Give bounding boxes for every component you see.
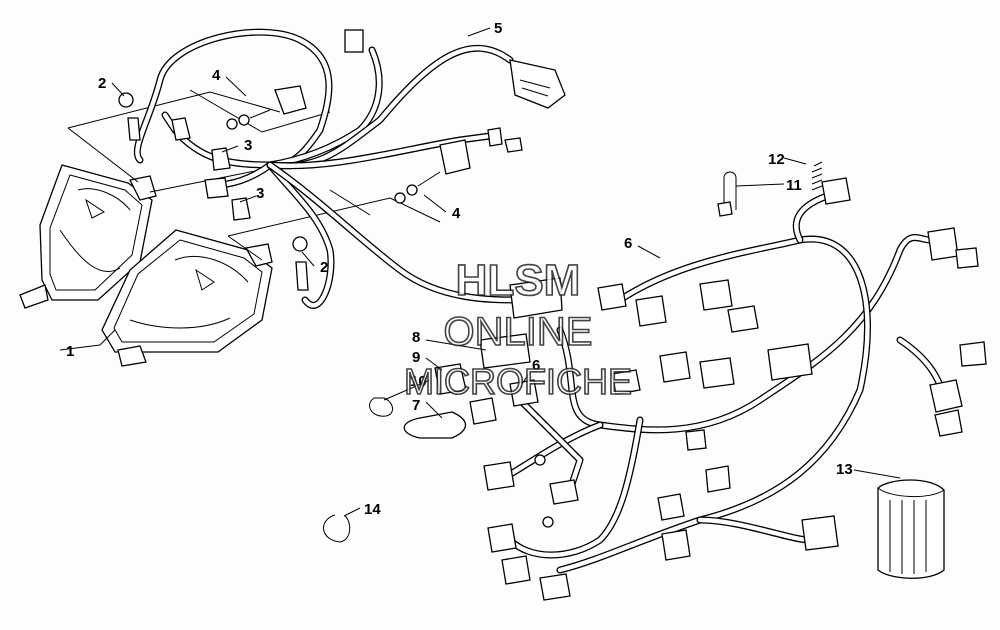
leader-line-1 (59, 344, 101, 351)
leader-line-1b (99, 329, 116, 346)
sleeve-13 (877, 479, 945, 579)
relay-9 (434, 363, 467, 395)
headlight-left (19, 164, 157, 309)
callout-6-upper: 6 (624, 235, 632, 252)
callout-10: 10 (410, 373, 427, 390)
watermark-line-2: ONLINE (444, 310, 593, 354)
adjuster-knob-lower (439, 139, 471, 175)
leader-lines (111, 27, 901, 517)
spring-12 (811, 161, 823, 191)
adjuster-knob-upper (274, 85, 307, 115)
connector-multi-pin (509, 59, 566, 109)
guide-lines (67, 89, 441, 261)
clip-11 (717, 171, 737, 217)
callout-3-lower: 3 (256, 185, 264, 202)
callout-14: 14 (364, 501, 381, 518)
clamp-10 (369, 397, 393, 417)
watermark-line-3: MICROFICHE (404, 361, 632, 402)
callout-11: 11 (786, 177, 802, 194)
connector-center (509, 277, 563, 319)
adjusters (226, 85, 471, 204)
callout-2-lower: 2 (320, 259, 328, 276)
callout-9: 9 (412, 349, 420, 366)
main-connectors (483, 177, 987, 601)
boot-7 (403, 411, 467, 439)
relay-parts (369, 333, 539, 439)
bulb-sockets (118, 92, 309, 291)
upper-connectors (127, 29, 566, 319)
clamp-14 (323, 514, 351, 543)
callout-4-upper: 4 (212, 67, 221, 84)
bulb-3-upper (211, 147, 231, 171)
callout-1: 1 (66, 343, 74, 360)
watermark-line-1: HLSM (456, 256, 581, 305)
watermark: HLSM ONLINE MICROFICHE (403, 255, 633, 403)
callout-5: 5 (494, 20, 502, 37)
callout-7: 7 (412, 397, 420, 414)
socket-2-lower (292, 236, 308, 252)
callout-3-upper: 3 (244, 137, 252, 154)
callout-12: 12 (768, 151, 785, 168)
callout-numbers: 1 2 2 3 3 4 4 5 6 6 7 8 9 10 11 12 13 14 (66, 20, 853, 518)
callout-13: 13 (836, 461, 853, 478)
fuse-block-8 (479, 333, 531, 369)
connector-top (344, 29, 364, 53)
callout-8: 8 (412, 329, 420, 346)
bulb-3-lower (231, 197, 251, 221)
callout-4-lower: 4 (452, 205, 461, 222)
socket-2-upper (118, 92, 134, 108)
connector-large-right (801, 515, 839, 551)
headlight-right (101, 229, 273, 367)
callout-2-upper: 2 (98, 75, 106, 92)
callout-6-lower: 6 (532, 357, 540, 374)
